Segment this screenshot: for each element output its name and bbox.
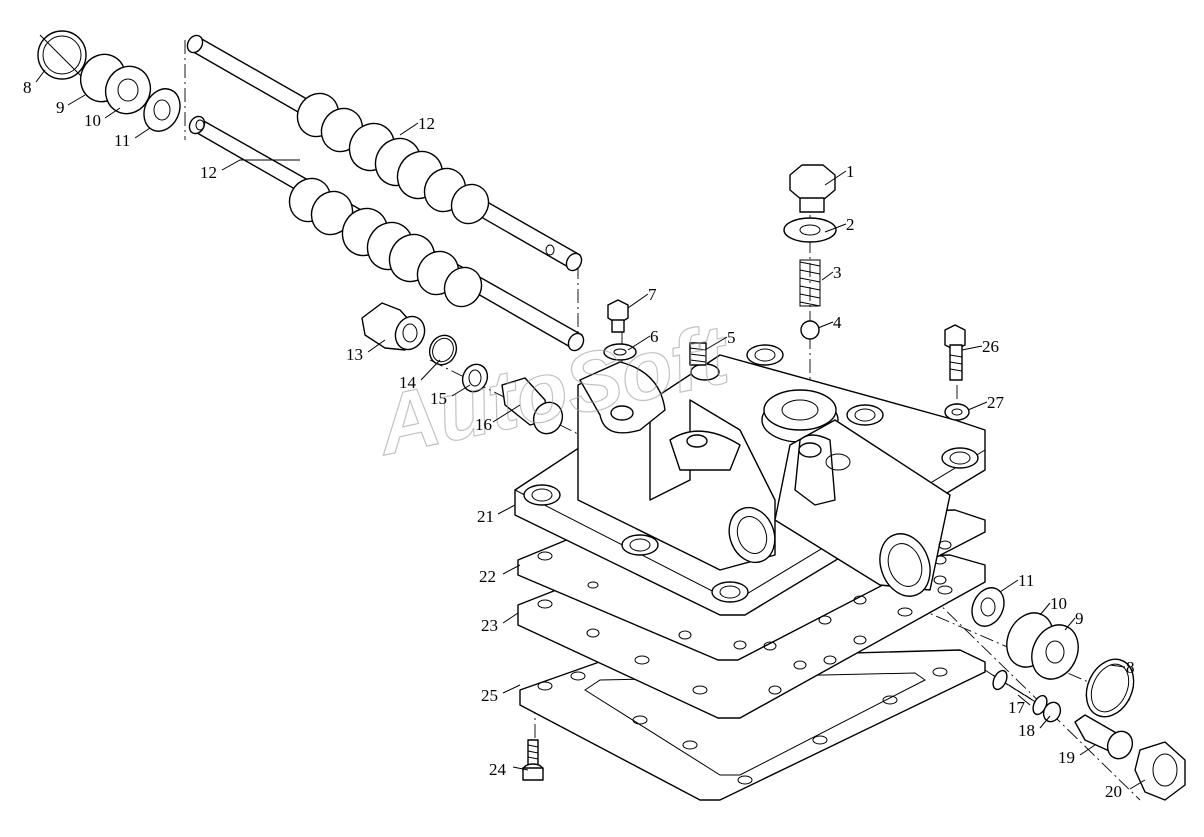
callout-3: 3 <box>833 263 842 282</box>
callout-25: 25 <box>481 686 498 705</box>
callout-19: 19 <box>1058 748 1075 767</box>
callout-12b: 12 <box>200 163 217 182</box>
callout-27: 27 <box>987 393 1005 412</box>
callout-11b: 11 <box>1018 571 1034 590</box>
relief-valve-parts <box>783 164 837 340</box>
callout-13: 13 <box>346 345 363 364</box>
callout-9a: 9 <box>56 98 65 117</box>
right-seal-parts <box>971 587 1135 718</box>
callout-2: 2 <box>846 215 855 234</box>
callout-15: 15 <box>430 389 447 408</box>
callout-16: 16 <box>475 415 492 434</box>
callout-8b: 8 <box>1126 658 1135 677</box>
callout-1: 1 <box>846 162 855 181</box>
callout-4: 4 <box>833 313 842 332</box>
callout-10b: 10 <box>1050 594 1067 613</box>
plug-and-screw-parts <box>603 299 707 366</box>
spool-12-lower <box>188 115 585 352</box>
callout-5: 5 <box>727 328 736 347</box>
callout-9b: 9 <box>1075 609 1084 628</box>
screw-24 <box>522 739 544 781</box>
callout-20: 20 <box>1105 782 1122 801</box>
callout-6: 6 <box>650 327 659 346</box>
callout-24: 24 <box>489 760 507 779</box>
callout-26: 26 <box>982 337 999 356</box>
bolt-and-washer-parts <box>944 324 970 421</box>
left-seal-parts <box>37 30 181 132</box>
spring-and-plug-parts <box>984 669 1186 801</box>
callout-17: 17 <box>1008 698 1026 717</box>
callout-14: 14 <box>399 373 417 392</box>
callout-21: 21 <box>477 507 494 526</box>
valve-body-21 <box>514 344 986 616</box>
callout-7: 7 <box>648 285 657 304</box>
callout-labels: 1 2 3 4 5 6 7 8 8 9 9 10 10 11 11 12 12 … <box>23 78 1135 801</box>
callout-22: 22 <box>479 567 496 586</box>
leader-lines <box>35 69 1146 790</box>
callout-23: 23 <box>481 616 498 635</box>
check-valve-parts <box>361 302 564 435</box>
callout-11a: 11 <box>114 131 130 150</box>
spool-12-upper <box>186 34 583 272</box>
callout-12a: 12 <box>418 114 435 133</box>
callout-18: 18 <box>1018 721 1035 740</box>
callout-10a: 10 <box>84 111 101 130</box>
callout-8a: 8 <box>23 78 32 97</box>
